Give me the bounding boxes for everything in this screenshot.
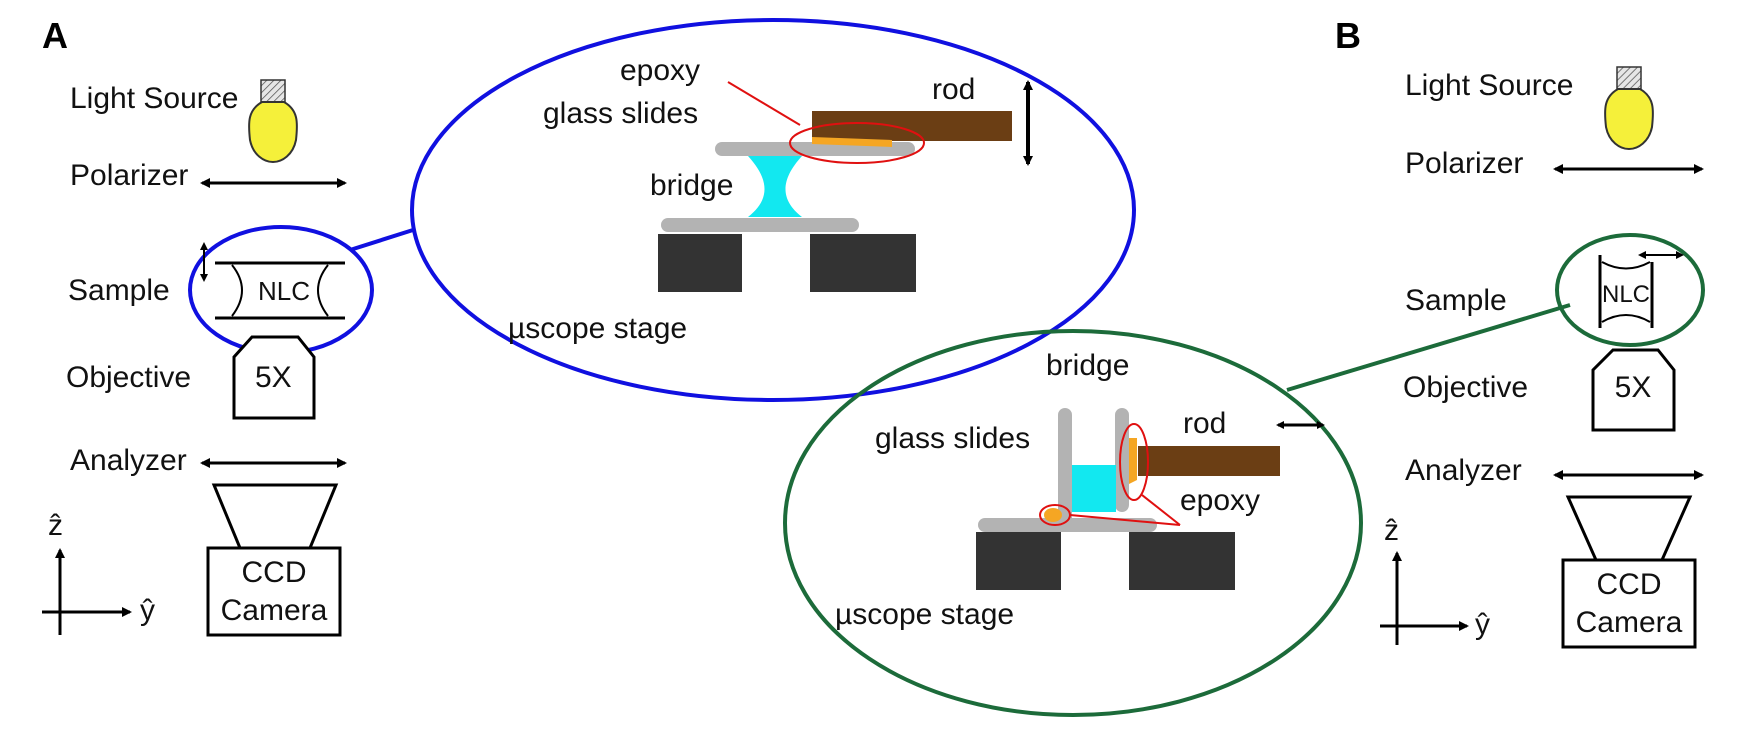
zoom-a-bridge-liquid bbox=[748, 156, 802, 217]
panel-a-sample-cell: NLC bbox=[200, 242, 345, 320]
zoom-b-epoxy-label: epoxy bbox=[1180, 484, 1260, 517]
panel-b: B Light Source Polarizer Sample NLC Obje… bbox=[1335, 15, 1705, 649]
panel-b-objective-mag: 5X bbox=[1615, 371, 1652, 404]
panel-a-ccd-camera: CCD Camera bbox=[206, 483, 342, 637]
panel-b-sample-highlight bbox=[1555, 233, 1705, 347]
zoom-b-rod-label: rod bbox=[1183, 407, 1226, 440]
zoom-a-epoxy-callout bbox=[789, 122, 925, 164]
zoom-b-glass-slides-label: glass slides bbox=[875, 422, 1030, 455]
zoom-b-rod bbox=[1138, 446, 1280, 476]
zoom-b-stage-right bbox=[1129, 532, 1235, 590]
panel-b-analyzer-label: Analyzer bbox=[1405, 454, 1522, 487]
panel-a-objective-mag: 5X bbox=[255, 361, 292, 394]
panel-b-objective-lens: 5X bbox=[1591, 348, 1676, 432]
panel-b-axes: ẑ ŷ bbox=[1380, 514, 1490, 645]
zoom-b-side-epoxy-callout bbox=[1119, 423, 1149, 501]
panel-a-lightbulb-icon bbox=[248, 79, 298, 164]
panel-b-ccd-camera: CCD Camera bbox=[1561, 495, 1697, 649]
panel-a-letter: A bbox=[42, 15, 68, 56]
panel-b-lightbulb-icon bbox=[1604, 66, 1654, 151]
panel-b-light-source-label: Light Source bbox=[1405, 69, 1573, 102]
panel-b-nlc-label: NLC bbox=[1602, 281, 1650, 308]
zoom-a-rod bbox=[812, 111, 1012, 141]
panel-a-nlc-label: NLC bbox=[258, 276, 310, 306]
zoom-b-connector bbox=[1286, 303, 1571, 392]
zoom-b-bridge-liquid bbox=[1072, 465, 1116, 512]
panel-b-sample-cell: NLC bbox=[1598, 251, 1684, 328]
panel-a-axes: ẑ ŷ bbox=[42, 509, 155, 635]
zoom-a-stage-label: µscope stage bbox=[508, 312, 687, 345]
panel-a: A Light Source Polarizer Sample NLC Obje… bbox=[42, 15, 374, 637]
panel-b-objective-label: Objective bbox=[1403, 371, 1528, 404]
panel-b-y-axis-label: ŷ bbox=[1475, 608, 1490, 641]
zoom-a-bridge-label: bridge bbox=[650, 169, 733, 202]
zoom-b: bridge glass slides rod epoxy µscope sta… bbox=[783, 329, 1363, 717]
zoom-a-epoxy-label: epoxy bbox=[620, 54, 700, 87]
panel-a-z-axis-label: ẑ bbox=[48, 509, 63, 542]
zoom-b-stage-label: µscope stage bbox=[835, 598, 1014, 631]
zoom-b-bridge-label: bridge bbox=[1046, 349, 1129, 382]
zoom-b-epoxy-leader-2 bbox=[1141, 494, 1181, 526]
zoom-a-glass-slides-label: glass slides bbox=[543, 97, 698, 130]
zoom-a-epoxy bbox=[812, 137, 892, 147]
panel-a-objective-lens: 5X bbox=[232, 335, 316, 420]
zoom-b-stage-left bbox=[976, 532, 1061, 590]
panel-b-camera-label-2: Camera bbox=[1576, 606, 1683, 639]
panel-b-polarizer-label: Polarizer bbox=[1405, 147, 1523, 180]
zoom-a: epoxy glass slides rod bridge µscope sta… bbox=[410, 18, 1136, 402]
zoom-a-epoxy-leader bbox=[727, 81, 801, 126]
zoom-a-stage-right bbox=[810, 234, 916, 292]
panel-a-sample-label: Sample bbox=[68, 274, 170, 307]
panel-b-letter: B bbox=[1335, 15, 1361, 56]
panel-a-objective-label: Objective bbox=[66, 361, 191, 394]
zoom-b-bottom-epoxy bbox=[1044, 508, 1062, 522]
zoom-a-rod-label: rod bbox=[932, 73, 975, 106]
panel-a-polarizer-label: Polarizer bbox=[70, 159, 188, 192]
zoom-b-outline bbox=[783, 329, 1363, 717]
panel-b-camera-label-1: CCD bbox=[1597, 568, 1662, 601]
panel-b-sample-label: Sample bbox=[1405, 284, 1507, 317]
zoom-b-side-epoxy bbox=[1129, 438, 1137, 484]
panel-a-light-source-label: Light Source bbox=[70, 82, 238, 115]
panel-a-y-axis-label: ŷ bbox=[140, 594, 155, 627]
zoom-a-outline bbox=[410, 18, 1136, 402]
panel-a-analyzer-label: Analyzer bbox=[70, 444, 187, 477]
panel-a-camera-label-2: Camera bbox=[221, 594, 328, 627]
panel-b-z-axis-label: ẑ bbox=[1384, 514, 1399, 547]
zoom-a-connector bbox=[349, 228, 414, 252]
zoom-a-stage-left bbox=[658, 234, 742, 292]
zoom-b-epoxy-leader-1 bbox=[1069, 514, 1181, 526]
panel-a-camera-label-1: CCD bbox=[242, 556, 307, 589]
